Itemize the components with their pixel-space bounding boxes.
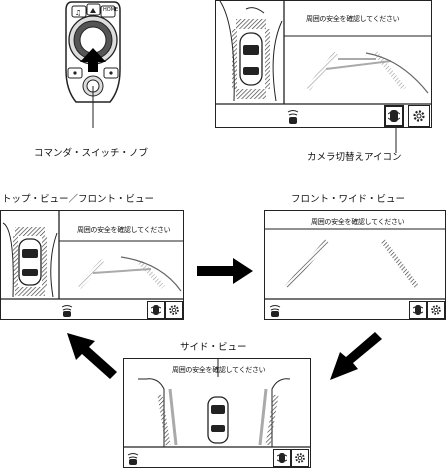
commander-switch-label: コマンダ・スイッチ・ノブ <box>34 148 149 159</box>
flow-arrow-icon <box>330 332 382 380</box>
camera-switch-button[interactable] <box>273 449 291 467</box>
parking-sensor-icon <box>286 109 300 125</box>
camera-switch-button[interactable] <box>384 105 404 127</box>
settings-button[interactable] <box>165 301 183 319</box>
camera-switch-button[interactable] <box>147 301 165 319</box>
parking-sensor-icon <box>269 303 281 317</box>
camera-switch-icon <box>388 110 400 122</box>
gear-icon <box>169 305 179 315</box>
gear-icon <box>431 305 441 315</box>
parking-sensor-icon <box>61 303 73 317</box>
commander-switch-panel: ♫ HOME <box>60 0 126 130</box>
front-wide-view-message: 周囲の安全を確認してください <box>311 218 405 226</box>
top-front-view-message: 周囲の安全を確認してください <box>77 226 171 234</box>
settings-button[interactable] <box>427 301 445 319</box>
top-front-view-title: トップ・ビュー／フロント・ビュー <box>2 194 155 205</box>
home-badge: HOME <box>103 7 119 13</box>
camera-switch-icon <box>413 305 423 315</box>
svg-text:♫: ♫ <box>75 9 81 17</box>
flow-arrow-icon <box>67 333 117 379</box>
front-wide-view-title: フロント・ワイド・ビュー <box>291 194 406 205</box>
side-view-title: サイド・ビュー <box>180 342 247 353</box>
side-view-message: 周囲の安全を確認してください <box>172 366 266 374</box>
front-wide-view-screen: 周囲の安全を確認してください <box>264 210 446 320</box>
camera-switch-icon <box>277 453 287 463</box>
camera-switch-button[interactable] <box>409 301 427 319</box>
gear-icon <box>295 453 305 463</box>
side-view-screen: 周囲の安全を確認してください <box>123 358 311 468</box>
top-front-view-screen: 周囲の安全を確認してください <box>0 210 184 320</box>
flow-arrow-icon <box>197 258 253 284</box>
callout-leader-line <box>395 125 397 153</box>
main-display-screen: 周囲の安全を確認してください <box>215 0 432 128</box>
camera-switch-icon <box>151 305 161 315</box>
settings-button[interactable] <box>291 449 309 467</box>
safety-message: 周囲の安全を確認してください <box>306 15 400 23</box>
parking-sensor-icon <box>127 451 139 465</box>
gear-icon <box>413 110 425 122</box>
camera-switch-icon-callout: カメラ切替えアイコン <box>307 152 402 163</box>
settings-button[interactable] <box>408 105 430 127</box>
